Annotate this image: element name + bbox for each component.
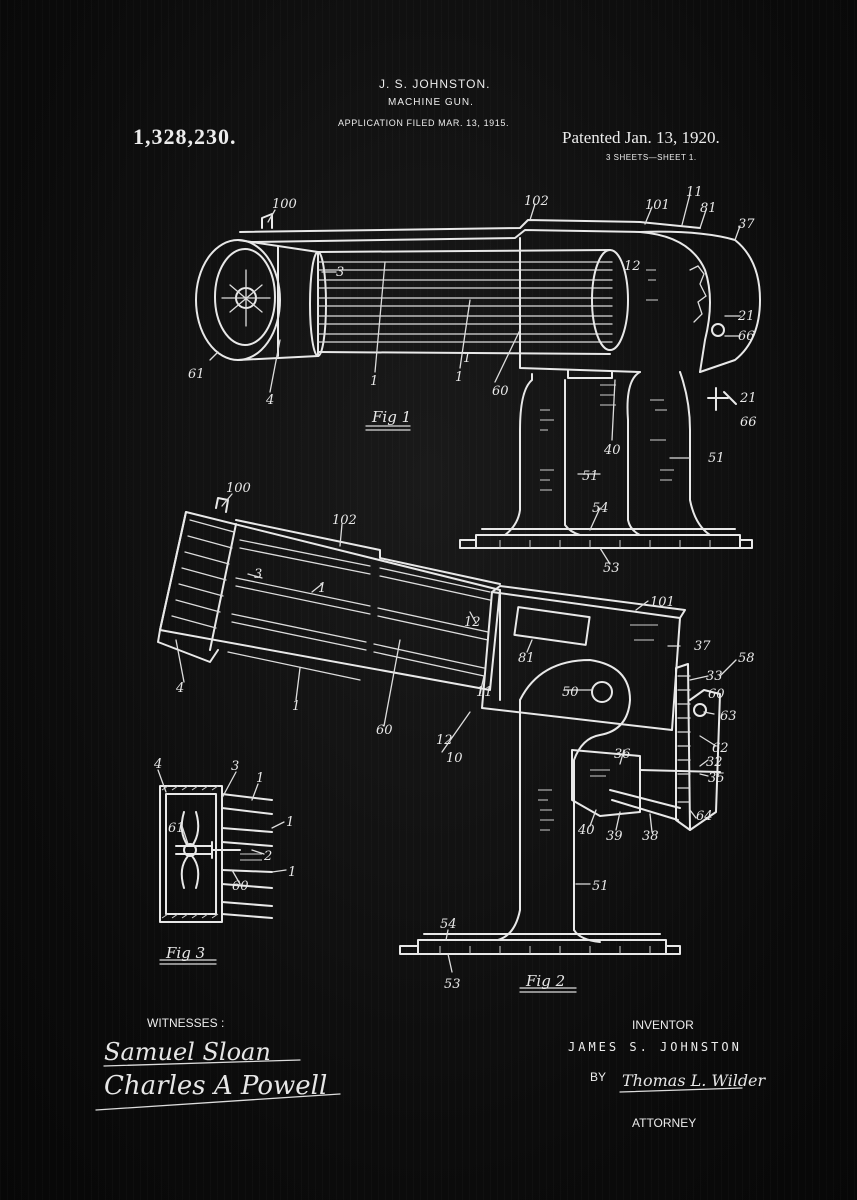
fig1-label-51b: 51 bbox=[708, 451, 725, 466]
fig3-label-61: 61 bbox=[168, 821, 185, 836]
fig2-label-12b: 12 bbox=[436, 733, 453, 748]
sheet-count: 3 SHEETS—SHEET 1. bbox=[606, 153, 697, 162]
fig2-label-102: 102 bbox=[332, 513, 357, 528]
fig2-label-4: 4 bbox=[175, 681, 184, 696]
fig1-label-21a: 21 bbox=[737, 309, 755, 324]
fig1-label-40: 40 bbox=[603, 443, 621, 458]
fig1-label-3: 3 bbox=[336, 265, 344, 280]
fig2-label-38: 38 bbox=[642, 829, 659, 844]
fig2-label-60a: 60 bbox=[376, 723, 393, 738]
fig2-label-64: 64 bbox=[696, 809, 713, 824]
fig2-label-100: 100 bbox=[226, 481, 251, 496]
fig2-label-33: 33 bbox=[706, 669, 723, 684]
fig1-label-53: 53 bbox=[603, 561, 620, 576]
fig2-label-36: 36 bbox=[614, 747, 631, 762]
fig2-label-1a: 1 bbox=[318, 581, 326, 596]
witnesses-label: WITNESSES : bbox=[147, 1016, 225, 1030]
fig2-label-32: 32 bbox=[706, 755, 723, 770]
fig1-label-1b: 1 bbox=[455, 370, 463, 385]
fig1-label-21b: 21 bbox=[739, 391, 757, 406]
fig1-label-1a: 1 bbox=[370, 374, 378, 389]
fig2-label-63: 63 bbox=[720, 709, 737, 724]
fig2-label-60b: 60 bbox=[708, 687, 725, 702]
fig2-label-54: 54 bbox=[440, 917, 457, 932]
fig2-label-81: 81 bbox=[518, 651, 535, 666]
fig2-label-12a: 12 bbox=[464, 615, 481, 630]
fig2-label-1b: 1 bbox=[292, 699, 300, 714]
fig1-label-81: 81 bbox=[700, 201, 717, 216]
application-filed: APPLICATION FILED MAR. 13, 1915. bbox=[338, 118, 510, 128]
by-label: BY bbox=[590, 1070, 607, 1084]
patent-number: 1,328,230. bbox=[133, 124, 237, 149]
fig2-label-3: 3 bbox=[254, 567, 262, 582]
inventor-short-name: J. S. JOHNSTON. bbox=[379, 77, 491, 91]
fig1-label-102: 102 bbox=[524, 194, 549, 209]
fig2-label-11: 11 bbox=[476, 685, 493, 700]
inventor-label: INVENTOR bbox=[632, 1018, 694, 1032]
figure-1-drawing: 100 102 101 11 81 37 3 12 4 61 1 1 1 60 … bbox=[188, 185, 761, 576]
inventor-name: JAMES S. JOHNSTON bbox=[568, 1040, 742, 1054]
fig3-label-1a: 1 bbox=[256, 771, 264, 786]
fig2-label-101: 101 bbox=[650, 595, 675, 610]
fig2-label-62: 62 bbox=[712, 741, 729, 756]
fig1-label-61: 61 bbox=[188, 367, 205, 382]
attorney-signature: Thomas L. Wilder bbox=[622, 1071, 767, 1090]
fig3-caption: Fig 3 bbox=[165, 944, 205, 962]
patented-date: Patented Jan. 13, 1920. bbox=[562, 128, 720, 147]
fig3-label-60: 60 bbox=[232, 879, 249, 894]
fig2-label-53: 53 bbox=[444, 977, 461, 992]
fig3-label-4: 4 bbox=[153, 757, 162, 772]
fig1-caption: Fig 1 bbox=[371, 408, 411, 426]
witness-2-signature: Charles A Powell bbox=[104, 1071, 327, 1101]
fig1-label-60: 60 bbox=[492, 384, 509, 399]
fig1-label-54: 54 bbox=[592, 501, 609, 516]
fig2-label-51: 51 bbox=[592, 879, 609, 894]
figure-3-drawing: 4 3 1 61 1 2 1 60 Fig 3 bbox=[153, 757, 296, 965]
fig1-label-51a: 51 bbox=[582, 469, 599, 484]
figure-2-drawing: 100 102 3 1 101 12 37 58 81 4 1 60 11 50… bbox=[157, 481, 755, 993]
fig1-label-100: 100 bbox=[272, 197, 297, 212]
fig2-label-50: 50 bbox=[562, 685, 579, 700]
fig2-caption: Fig 2 bbox=[525, 972, 565, 990]
fig3-label-2: 2 bbox=[263, 849, 272, 864]
fig2-label-37: 37 bbox=[694, 639, 711, 654]
fig2-label-39: 39 bbox=[606, 829, 623, 844]
fig1-label-66b: 66 bbox=[740, 415, 757, 430]
fig1-label-37: 37 bbox=[738, 217, 755, 232]
fig2-label-10: 10 bbox=[446, 751, 463, 766]
fig2-label-40: 40 bbox=[577, 823, 595, 838]
fig1-label-4: 4 bbox=[265, 393, 274, 408]
invention-title: MACHINE GUN. bbox=[388, 97, 474, 108]
fig3-label-1c: 1 bbox=[288, 865, 296, 880]
fig1-label-101: 101 bbox=[645, 198, 670, 213]
fig3-label-1b: 1 bbox=[286, 815, 294, 830]
fig2-label-35: 35 bbox=[708, 771, 725, 786]
attorney-label: ATTORNEY bbox=[632, 1116, 697, 1130]
fig1-label-12: 12 bbox=[624, 259, 641, 274]
fig2-label-58: 58 bbox=[738, 651, 755, 666]
fig1-label-1c: 1 bbox=[463, 351, 471, 366]
fig1-label-66a: 66 bbox=[738, 329, 755, 344]
fig3-label-3: 3 bbox=[231, 759, 239, 774]
fig1-label-11: 11 bbox=[686, 185, 703, 200]
